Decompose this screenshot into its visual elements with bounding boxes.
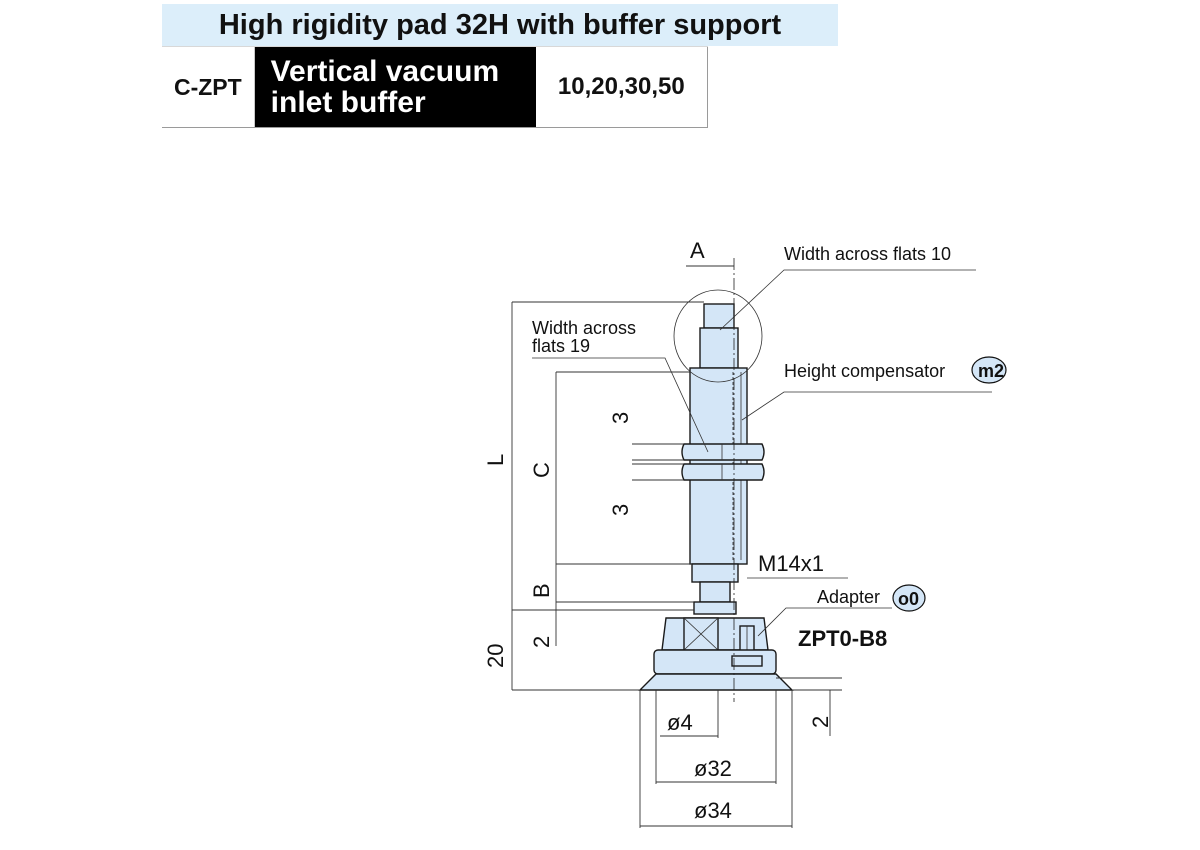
label-width-flats-10: Width across flats 10: [784, 244, 951, 264]
buffer-type-cell: Vertical vacuum inlet buffer: [254, 47, 536, 127]
page-title: High rigidity pad 32H with buffer suppor…: [218, 8, 782, 41]
dim-c-label: C: [529, 462, 554, 478]
hex-flats-10: [699, 327, 739, 369]
model-code-cell: C-ZPT: [162, 47, 255, 127]
badge-m2: [971, 356, 1007, 384]
socket-cross-2: [683, 617, 719, 651]
dim-l-label: L: [483, 454, 508, 466]
dim-d32-label: ø32: [694, 756, 732, 781]
leader-flats-10: [719, 269, 976, 331]
leader-height-comp: [741, 391, 992, 421]
leader-adapter: [757, 607, 892, 637]
dim-3-top: 3: [608, 412, 633, 424]
spec-row: C-ZPT Vertical vacuum inlet buffer 10,20…: [162, 46, 708, 128]
badge-m2-text: m2: [978, 361, 1004, 381]
stem-top: [703, 303, 735, 329]
detail-circle: [673, 289, 763, 383]
badge-o0: [892, 584, 926, 612]
dim-2-right: 2: [808, 716, 833, 728]
dim-2-left: 2: [529, 636, 554, 648]
label-adapter: Adapter: [817, 587, 880, 607]
badge-o0-text: o0: [898, 589, 919, 609]
label-width-flats-19-line1: Width across: [532, 318, 636, 338]
dim-d34-label: ø34: [694, 798, 732, 823]
dim-b-label: B: [529, 583, 554, 598]
adapter-collar: [693, 601, 737, 615]
dim-20-label: 20: [483, 644, 508, 668]
lock-nut-upper: [681, 443, 765, 461]
label-width-flats-19-line2: flats 19: [532, 336, 590, 356]
title-banner: High rigidity pad 32H with buffer suppor…: [162, 4, 838, 46]
dim-a-label: A: [690, 238, 705, 263]
label-m14x1: M14x1: [758, 551, 824, 576]
lock-nut-lower: [681, 463, 765, 481]
label-zpt0-b8: ZPT0-B8: [798, 626, 887, 651]
dim-3-bottom: 3: [608, 504, 633, 516]
label-height-compensator: Height compensator: [784, 361, 945, 381]
pad-assembly: [638, 303, 794, 691]
adapter-nut: [731, 655, 763, 667]
dim-d4-label: ø4: [667, 710, 693, 735]
neck-ring: [691, 563, 739, 583]
leader-flats-19: [532, 357, 709, 453]
stroke-list-cell: 10,20,30,50: [536, 47, 708, 127]
neck: [699, 581, 731, 603]
suction-pad: [638, 673, 794, 691]
